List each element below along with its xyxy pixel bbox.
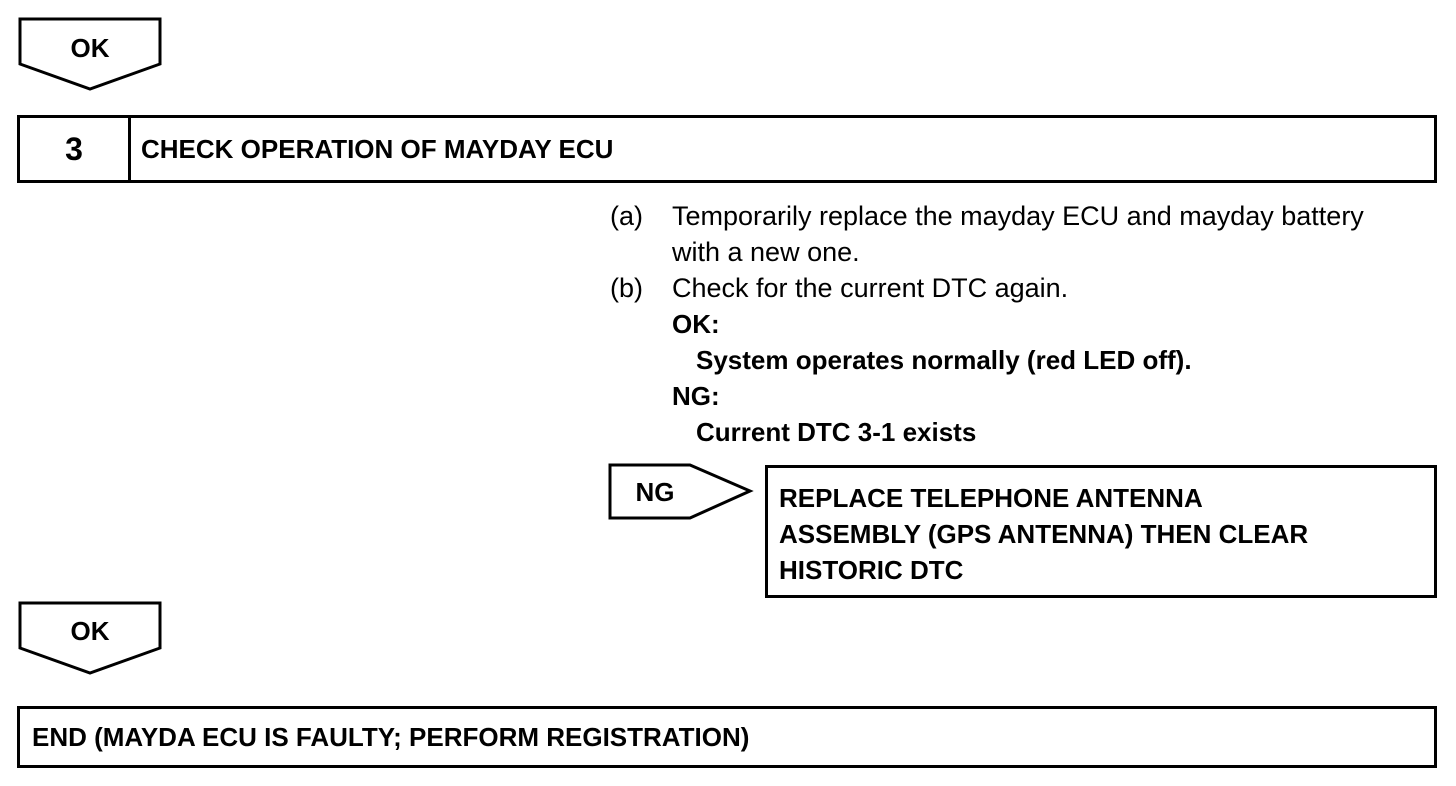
ok-label: OK bbox=[70, 33, 110, 63]
step-header: 3 CHECK OPERATION OF MAYDAY ECU bbox=[17, 115, 1437, 183]
instruction-text: Check for the current DTC again. bbox=[672, 273, 1069, 303]
ng-criteria-label: NG: bbox=[672, 381, 720, 411]
instruction-a: (a) Temporarily replace the mayday ECU a… bbox=[610, 198, 1410, 270]
ng-action-line: HISTORIC DTC bbox=[779, 555, 964, 585]
ok-criteria-text: System operates normally (red LED off). bbox=[696, 345, 1192, 375]
ng-action-line: ASSEMBLY (GPS ANTENNA) THEN CLEAR bbox=[779, 519, 1309, 549]
ok-criteria-label: OK: bbox=[672, 309, 720, 339]
step-title: CHECK OPERATION OF MAYDAY ECU bbox=[141, 133, 614, 164]
instruction-label: (b) bbox=[610, 273, 643, 303]
instruction-b: (b) Check for the current DTC again. bbox=[610, 270, 1410, 306]
step-number: 3 bbox=[20, 118, 131, 180]
instruction-label: (a) bbox=[610, 201, 643, 231]
right-arrow-pentagon-icon bbox=[608, 463, 754, 520]
ng-label: NG bbox=[635, 477, 675, 507]
down-arrow-pentagon-icon bbox=[18, 17, 162, 91]
ng-criteria-text: Current DTC 3-1 exists bbox=[696, 417, 977, 447]
instruction-text: Temporarily replace the mayday ECU and m… bbox=[672, 201, 1364, 267]
down-arrow-pentagon-icon bbox=[18, 601, 162, 675]
ng-action-line: REPLACE TELEPHONE ANTENNA bbox=[779, 483, 1203, 513]
ng-action-box: REPLACE TELEPHONE ANTENNA ASSEMBLY (GPS … bbox=[765, 465, 1437, 598]
ok-label: OK bbox=[70, 616, 110, 646]
end-box: END (MAYDA ECU IS FAULTY; PERFORM REGIST… bbox=[17, 706, 1437, 768]
